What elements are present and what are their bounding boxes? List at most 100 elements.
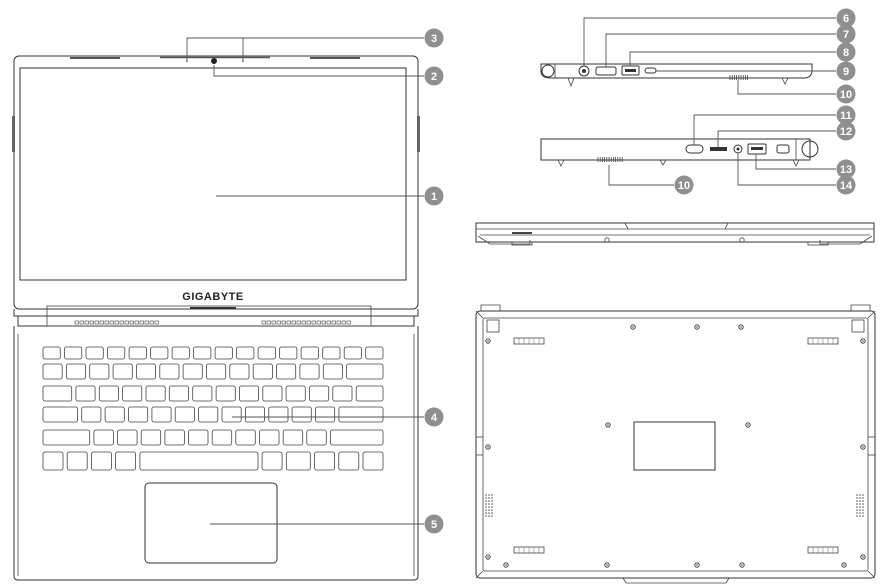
usb-c-port [644,67,657,74]
keyboard-key [262,385,283,402]
front-edge-screw [604,237,610,243]
hinge-vents [74,320,351,325]
grille-hole [488,497,490,499]
keyboard-key [257,346,276,360]
grille-hole [488,515,490,517]
keyboard-key [235,429,256,446]
keyboard-key [198,406,219,423]
foot-right [659,159,667,166]
keyboard-key [306,429,327,446]
foot-right [792,159,800,167]
keyboard-key [221,406,242,423]
front-edge-notch [624,222,629,230]
grille-hole [485,497,487,499]
grille-hole [485,503,487,505]
hinge-vent-slot [124,320,129,325]
keyboard-key [365,346,384,360]
keyboard-key [112,363,133,380]
keyboard-key [211,429,233,446]
hinge-vent-slot [341,320,346,325]
bottom-hinge-block [851,319,865,333]
keyboard-key [238,385,259,402]
laptop-front-view: GIGABYTE [12,55,420,581]
hinge-vent-slot [139,320,144,325]
foot-left [781,77,789,85]
keyboard-key [229,363,250,380]
keyboard-key [42,451,64,471]
hinge-vent-slot [301,320,306,325]
grille-hole [488,512,490,514]
front-edge-label [512,232,532,234]
callout-badge-9: 9 [836,61,856,81]
grille-hole [859,494,861,496]
hinge-vent-slot [326,320,331,325]
usb-a-port-left-tongue [625,69,636,72]
usb-a-port-right [747,143,767,155]
bottom-speaker-grilles [485,494,864,517]
callout-badge-2: 2 [424,66,444,86]
callout-badge-5: 5 [424,514,444,534]
bottom-corner [867,570,876,579]
svg-text:10: 10 [840,89,852,101]
leader-line-3 [186,37,244,60]
keyboard-key [300,346,319,360]
svg-text:9: 9 [843,66,849,78]
foot-right [557,159,565,167]
keyboard-key [322,346,341,360]
grille-hole [485,512,487,514]
bottom-outline [475,310,876,579]
left-side-outline [540,63,813,79]
grille-hole [488,494,490,496]
grille-hole [491,500,493,502]
keyboard-key [145,385,166,402]
keyboard-key [362,451,384,471]
grille-hole [862,494,864,496]
keyboard-key [42,406,78,423]
base-outline [13,326,419,581]
front-edge-foot-pad [807,241,829,246]
bottom-label-plate [633,421,716,471]
grille-hole [856,509,858,511]
keyboard-key [309,385,330,402]
hinge-vent-slot [336,320,341,325]
grille-hole [859,509,861,511]
bottom-hinge-block [486,319,500,333]
hinge-vent-slot [286,320,291,325]
brand-logo: GIGABYTE [182,291,243,303]
front-edge-foot [477,235,531,245]
leader-line-11 [693,114,836,145]
grille-hole [485,506,487,508]
grille-hole [859,515,861,517]
keyboard-key [330,429,384,446]
svg-text:5: 5 [431,519,437,531]
bottom-screws [485,324,866,568]
hdmi-port [595,66,617,76]
usb-a-port-left [621,65,640,76]
hinge-vent-slot [291,320,296,325]
speaker-vent-left [729,75,748,80]
grille-hole [491,503,493,505]
callout-badge-13: 13 [836,159,856,179]
keyboard-key [151,406,172,423]
keyboard-key [122,385,143,402]
hinge-vent-slot [79,320,84,325]
svg-text:7: 7 [843,29,849,41]
lock-slot [776,144,790,154]
leader-line-8 [629,51,836,66]
hinge-vent-slot [99,320,104,325]
svg-text:8: 8 [843,47,849,59]
hinge-vent-slot [154,320,159,325]
hinge-vent-slot [134,320,139,325]
right-side-outline [540,138,811,161]
keyboard-key [171,346,190,360]
leader-line-10 [737,80,836,95]
keyboard-key [135,363,156,380]
keyboard-key [93,429,114,446]
hinge-vent-slot [119,320,124,325]
laptop-left-side-view [540,63,813,88]
grille-hole [491,515,493,517]
usb-a-port-right-tongue [751,147,763,150]
keyboard-key [115,451,136,471]
keyboard-key [282,429,304,446]
